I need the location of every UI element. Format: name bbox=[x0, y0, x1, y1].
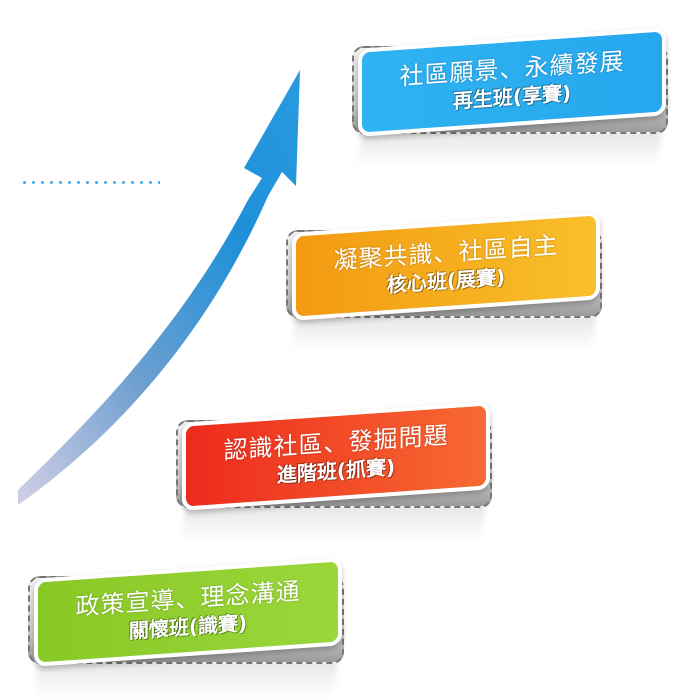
step-level-4: 社區願景、永續發展 再生班(享賽) bbox=[352, 27, 668, 168]
step-level-1: 政策宣導、理念溝通 關懷班(識賽) bbox=[28, 557, 344, 698]
step-level-2: 認識社區、發掘問題 進階班(抓賽) bbox=[176, 401, 492, 542]
dotted-separator bbox=[20, 181, 160, 184]
step-level-3: 凝聚共識、社區自主 核心班(展賽) bbox=[286, 211, 602, 352]
